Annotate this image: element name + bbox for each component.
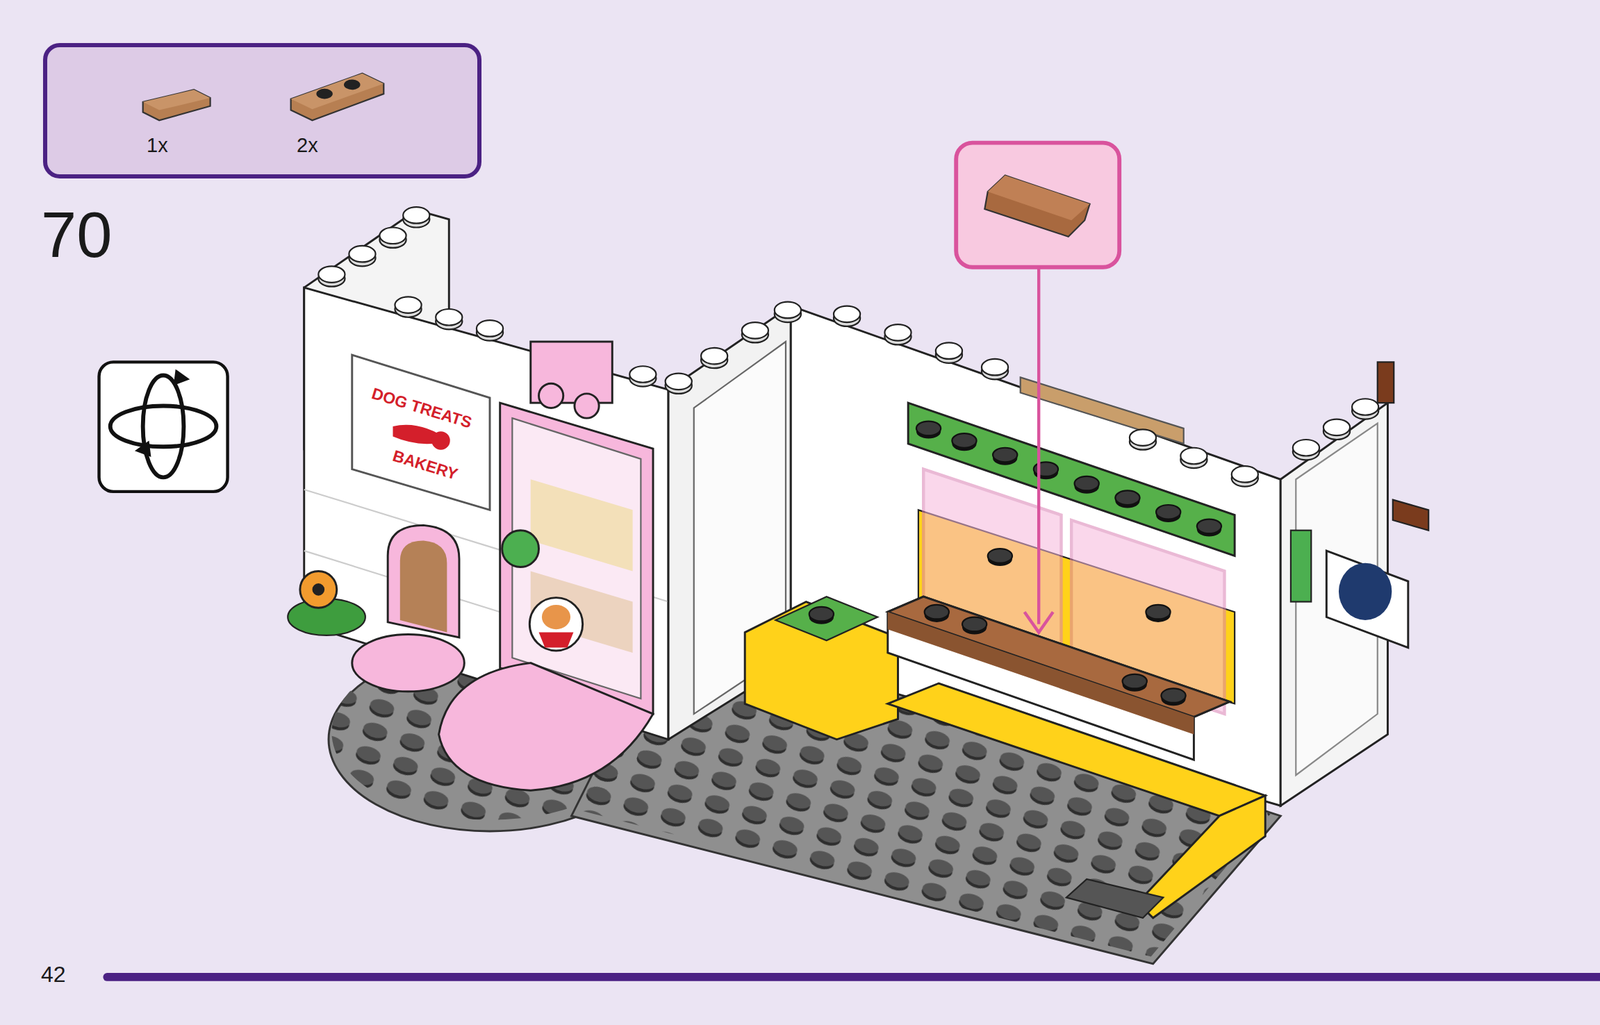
callout-box	[955, 143, 1120, 268]
part-quantity: 2x	[296, 134, 319, 158]
page-rule	[106, 973, 1600, 982]
page-number: 42	[40, 962, 67, 988]
plate-part	[291, 73, 385, 121]
parts-panel	[43, 43, 483, 179]
part-quantity: 1x	[146, 134, 169, 158]
rotate-icon	[99, 361, 228, 492]
leader-arrow	[1037, 267, 1041, 625]
step-number: 70	[40, 200, 112, 271]
tile-part	[143, 89, 211, 121]
parts-list-box: 1x 2x	[43, 43, 482, 179]
shop-sign	[352, 355, 490, 510]
